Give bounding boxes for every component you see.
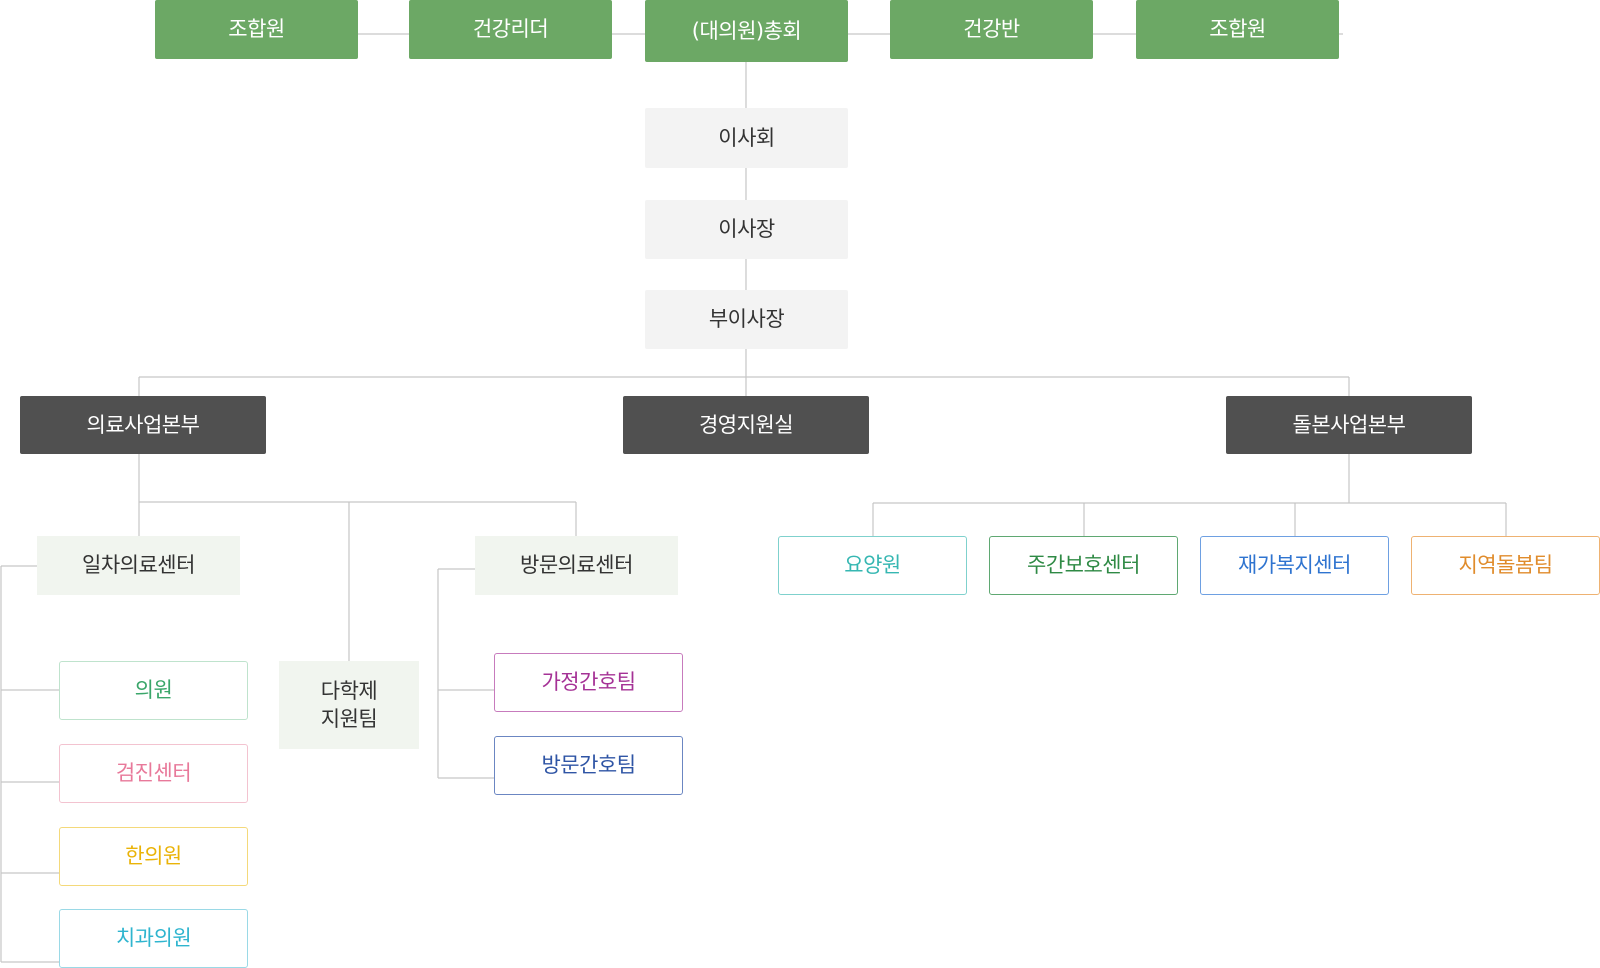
visiting-nursing-team-label: 방문간호팀 xyxy=(541,753,636,778)
dental-clinic-box: 치과의원 xyxy=(59,909,248,968)
vice-chairman-label: 부이사장 xyxy=(708,307,785,332)
checkup-center-label: 검진센터 xyxy=(115,761,192,786)
health-class-box: 건강반 xyxy=(890,0,1093,59)
oriental-clinic-label: 한의원 xyxy=(125,844,182,869)
member-right-box: 조합원 xyxy=(1136,0,1339,59)
clinic-label: 의원 xyxy=(134,678,173,703)
chairman-box: 이사장 xyxy=(645,200,848,259)
medical-division-box: 의료사업본부 xyxy=(20,396,266,454)
multidisciplinary-team-label-line2: 지원팀 xyxy=(320,707,378,731)
visiting-nursing-team-box: 방문간호팀 xyxy=(494,736,683,795)
member-left-box: 조합원 xyxy=(155,0,358,59)
care-division-label: 돌본사업본부 xyxy=(1292,412,1406,437)
chairman-label: 이사장 xyxy=(718,217,775,242)
home-nursing-team-box: 가정간호팀 xyxy=(494,653,683,712)
member-right-label: 조합원 xyxy=(1209,17,1266,42)
board-label: 이사회 xyxy=(718,125,775,150)
oriental-clinic-box: 한의원 xyxy=(59,827,248,886)
community-care-team-box: 지역돌봄팀 xyxy=(1411,536,1600,595)
management-office-box: 경영지원실 xyxy=(623,396,869,454)
medical-division-label: 의료사업본부 xyxy=(86,412,200,437)
management-office-label: 경영지원실 xyxy=(698,412,794,437)
health-leader-label: 건강리더 xyxy=(472,17,549,42)
member-left-label: 조합원 xyxy=(228,17,285,42)
dental-clinic-label: 치과의원 xyxy=(115,926,192,951)
vice-chairman-box: 부이사장 xyxy=(645,290,848,349)
health-leader-box: 건강리더 xyxy=(409,0,612,59)
checkup-center-box: 검진센터 xyxy=(59,744,248,803)
multidisciplinary-team-box: 다학제 지원팀 xyxy=(279,661,419,749)
multidisciplinary-team-label-line1: 다학제 xyxy=(320,678,378,703)
visiting-care-center-box: 방문의료센터 xyxy=(475,536,678,595)
care-division-box: 돌본사업본부 xyxy=(1226,396,1472,454)
home-welfare-center-label: 재가복지센터 xyxy=(1238,553,1351,578)
board-box: 이사회 xyxy=(645,108,848,168)
community-care-team-label: 지역돌봄팀 xyxy=(1458,553,1553,578)
day-care-center-label: 주간보호센터 xyxy=(1027,553,1140,578)
home-nursing-team-label: 가정간호팀 xyxy=(541,670,636,695)
nursing-home-label: 요양원 xyxy=(844,553,901,578)
health-class-label: 건강반 xyxy=(963,17,1020,42)
general-assembly-label: (대의원)총회 xyxy=(691,18,802,43)
primary-care-center-label: 일차의료센터 xyxy=(82,553,195,578)
nursing-home-box: 요양원 xyxy=(778,536,967,595)
visiting-care-center-label: 방문의료센터 xyxy=(520,553,633,578)
clinic-box: 의원 xyxy=(59,661,248,720)
home-welfare-center-box: 재가복지센터 xyxy=(1200,536,1389,595)
day-care-center-box: 주간보호센터 xyxy=(989,536,1178,595)
primary-care-center-box: 일차의료센터 xyxy=(37,536,240,595)
general-assembly-box: (대의원)총회 xyxy=(645,0,848,62)
